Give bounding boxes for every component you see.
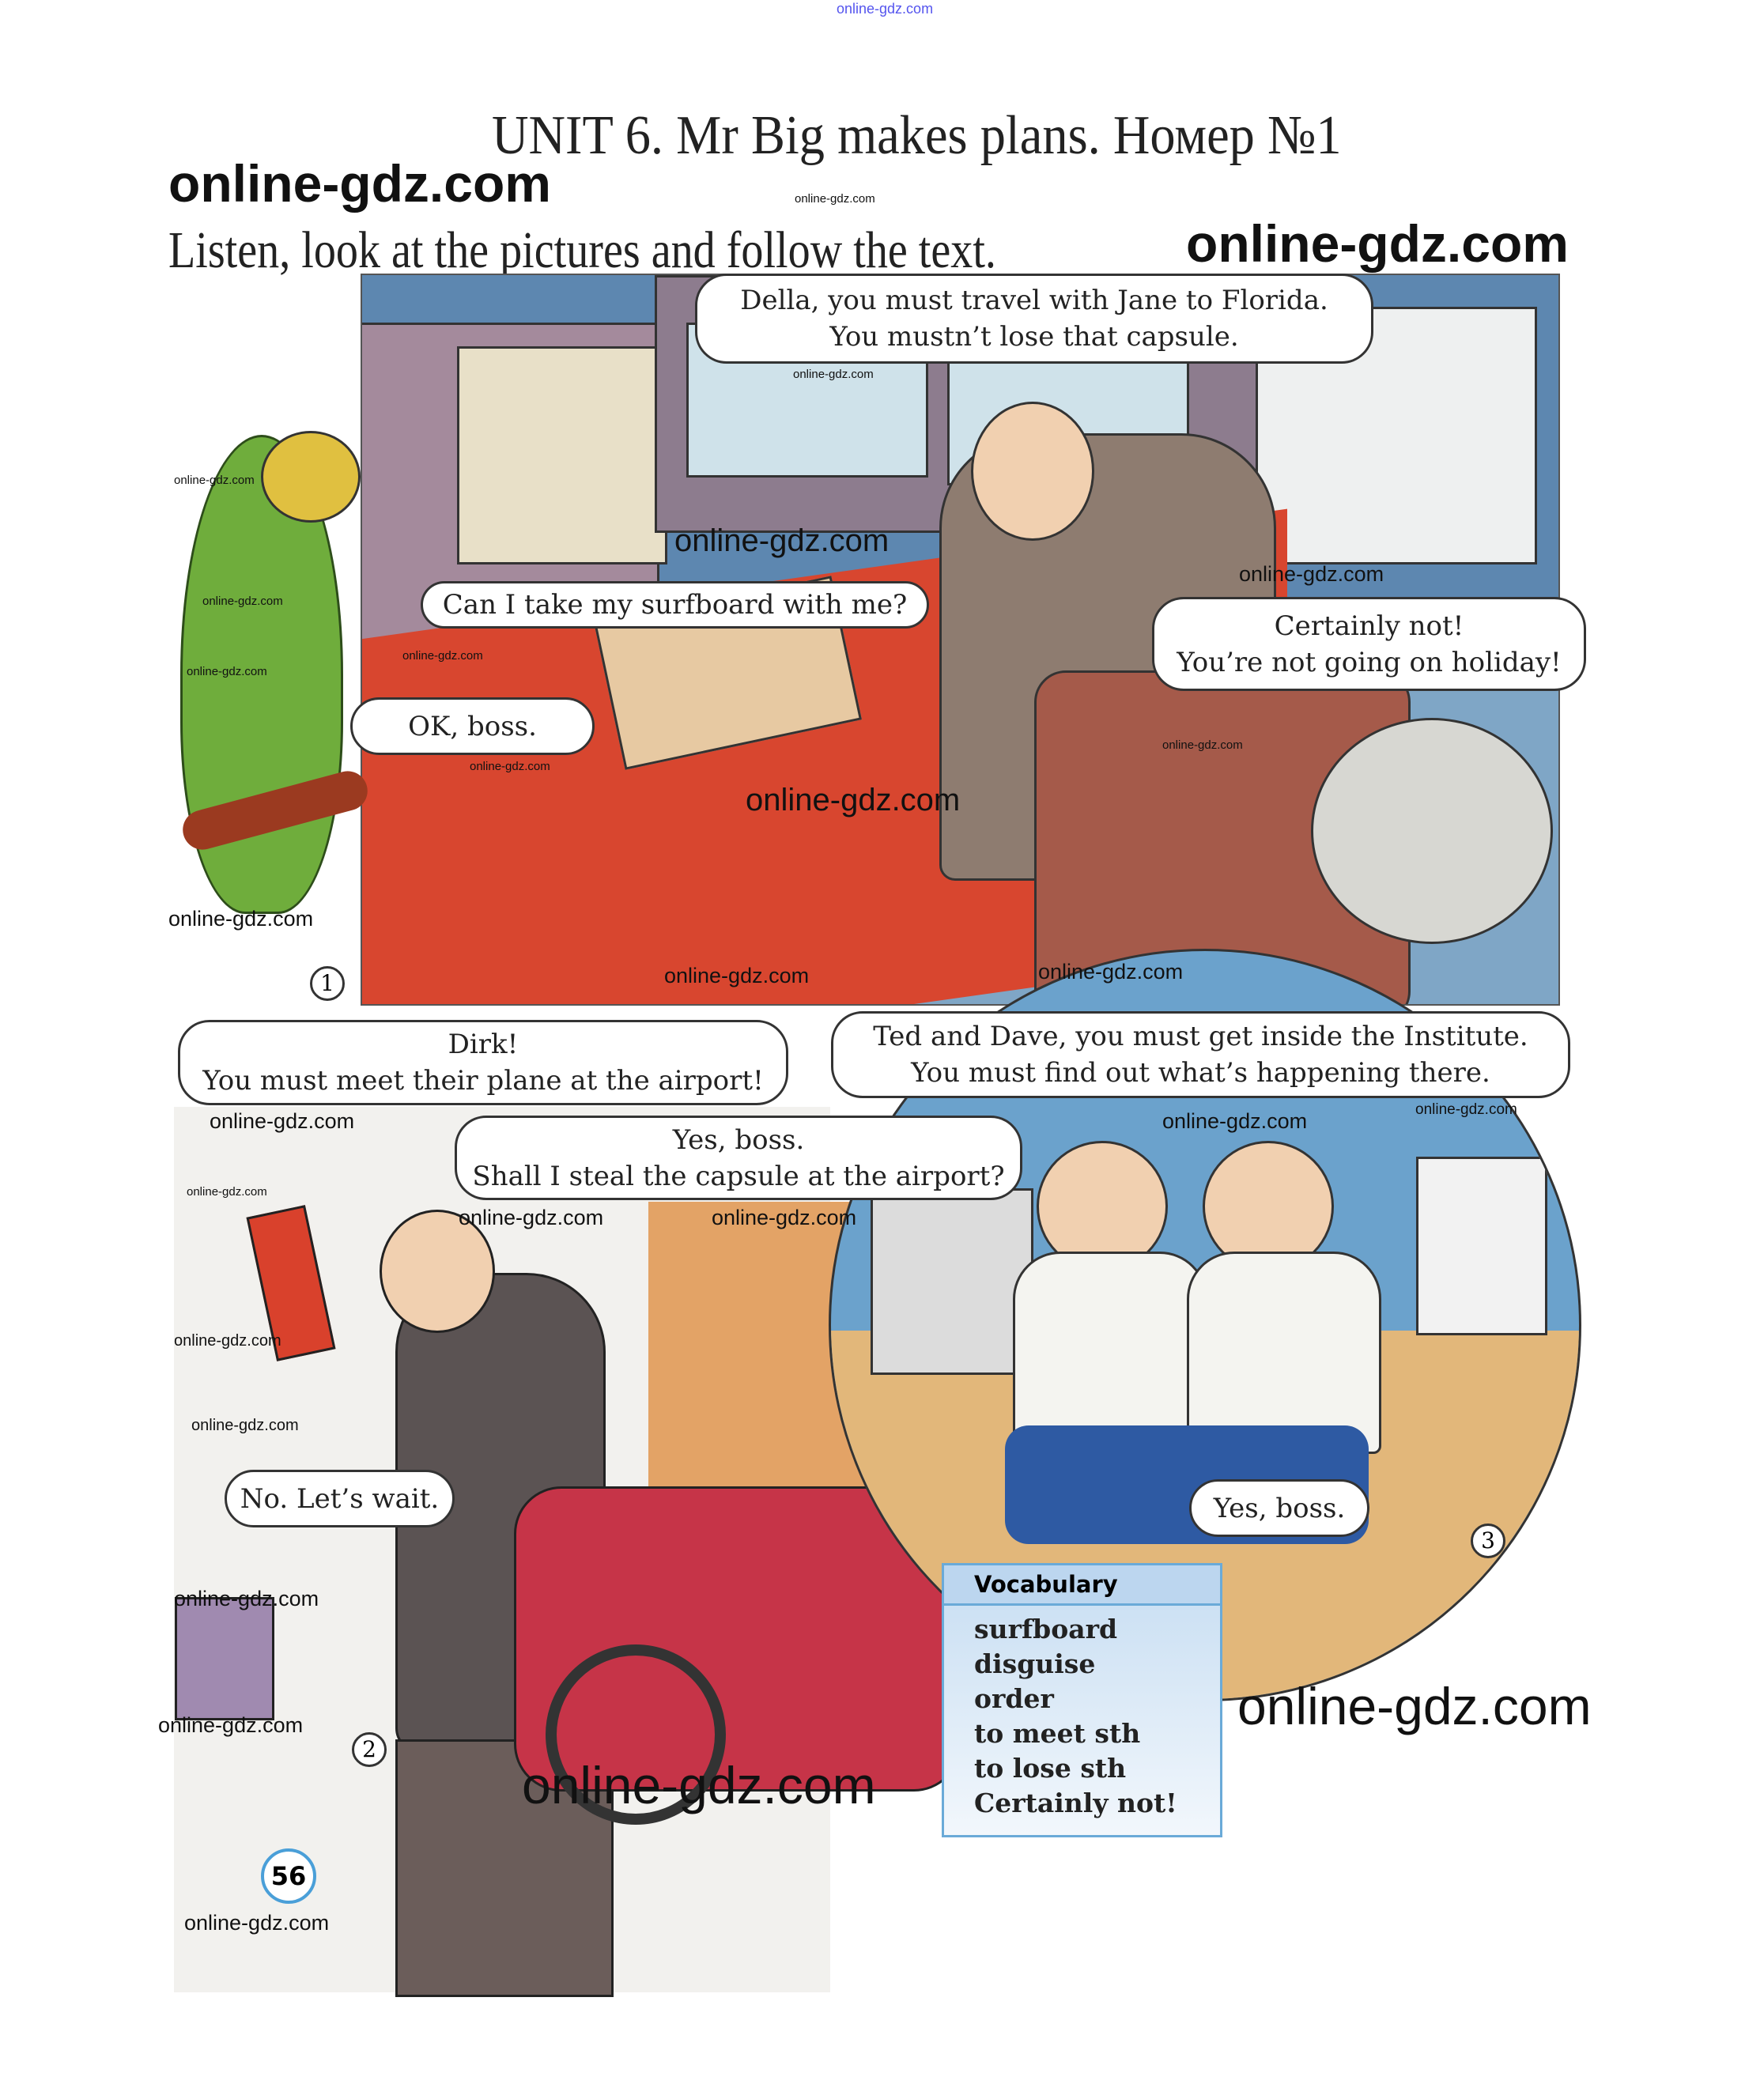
watermark: online-gdz.com bbox=[459, 1206, 604, 1229]
watermark: online-gdz.com bbox=[1162, 738, 1243, 752]
instruction-text: Listen, look at the pictures and follow … bbox=[168, 221, 996, 279]
watermark: online-gdz.com bbox=[664, 964, 810, 987]
watermark: online-gdz.com bbox=[187, 665, 267, 678]
vocabulary-item: order bbox=[974, 1683, 1054, 1714]
bubble-line: You mustn’t lose that capsule. bbox=[829, 321, 1239, 353]
bubble-line: Dirk! bbox=[448, 1029, 519, 1060]
bubble-line: No. Let’s wait. bbox=[240, 1482, 440, 1515]
bubble-line: Can I take my surfboard with me? bbox=[442, 589, 908, 621]
watermark: online-gdz.com bbox=[158, 1713, 304, 1737]
top-watermark: online-gdz.com bbox=[837, 1, 934, 17]
speech-bubble: Dirk! You must meet their plane at the a… bbox=[178, 1020, 788, 1105]
watermark: online-gdz.com bbox=[674, 523, 890, 558]
speech-bubble: Ted and Dave, you must get inside the In… bbox=[831, 1011, 1570, 1098]
vocabulary-item: to lose sth bbox=[974, 1753, 1127, 1784]
vocabulary-box: Vocabulary surfboard disguise order to m… bbox=[942, 1563, 1222, 1837]
watermark: online-gdz.com bbox=[712, 1206, 857, 1229]
watermark: online-gdz.com bbox=[184, 1911, 330, 1935]
watermark: online-gdz.com bbox=[168, 154, 551, 213]
speech-bubble: Certainly not! You’re not going on holid… bbox=[1152, 597, 1586, 691]
speech-bubble: Yes, boss. Shall I steal the capsule at … bbox=[455, 1116, 1022, 1200]
bubble-line: Yes, boss. bbox=[1213, 1492, 1346, 1524]
watermark: online-gdz.com bbox=[1239, 562, 1384, 586]
watermark: online-gdz.com bbox=[174, 1332, 281, 1350]
bubble-line: Certainly not! bbox=[1274, 610, 1464, 642]
speech-bubble: Della, you must travel with Jane to Flor… bbox=[695, 274, 1373, 364]
watermark: online-gdz.com bbox=[1038, 960, 1184, 984]
watermark: online-gdz.com bbox=[168, 907, 314, 931]
bubble-line: OK, boss. bbox=[408, 710, 537, 742]
vocabulary-item: Certainly not! bbox=[974, 1788, 1177, 1818]
watermark: online-gdz.com bbox=[174, 474, 255, 487]
watermark: online-gdz.com bbox=[470, 760, 550, 773]
watermark: online-gdz.com bbox=[1237, 1677, 1592, 1735]
panel-number: 3 bbox=[1471, 1524, 1505, 1558]
watermark: online-gdz.com bbox=[1162, 1109, 1308, 1133]
parrot-head bbox=[261, 431, 361, 523]
vocabulary-item: surfboard bbox=[974, 1614, 1118, 1644]
watermark: online-gdz.com bbox=[1186, 214, 1569, 273]
watermark: online-gdz.com bbox=[402, 649, 483, 663]
bubble-line: Shall I steal the capsule at the airport… bbox=[472, 1160, 1005, 1192]
speech-bubble: OK, boss. bbox=[350, 697, 595, 755]
watermark: online-gdz.com bbox=[1415, 1101, 1517, 1118]
watermark: online-gdz.com bbox=[522, 1756, 876, 1814]
vocabulary-heading: Vocabulary bbox=[944, 1565, 1220, 1606]
panel-number: 1 bbox=[310, 966, 345, 1001]
bubble-line: Ted and Dave, you must get inside the In… bbox=[873, 1021, 1528, 1052]
watermark: online-gdz.com bbox=[795, 192, 875, 206]
speech-bubble: No. Let’s wait. bbox=[225, 1470, 455, 1527]
bubble-line: You must meet their plane at the airport… bbox=[202, 1065, 764, 1097]
watermark: online-gdz.com bbox=[746, 783, 961, 817]
watermark: online-gdz.com bbox=[187, 1185, 267, 1199]
bubble-line: You’re not going on holiday! bbox=[1177, 646, 1562, 678]
vocabulary-item: to meet sth bbox=[974, 1718, 1141, 1749]
watermark: online-gdz.com bbox=[191, 1417, 299, 1434]
panel-number: 2 bbox=[352, 1732, 387, 1767]
speech-bubble: Yes, boss. bbox=[1189, 1479, 1369, 1537]
speech-bubble: Can I take my surfboard with me? bbox=[421, 581, 929, 629]
vocabulary-item: disguise bbox=[974, 1648, 1096, 1679]
watermark: online-gdz.com bbox=[210, 1109, 355, 1133]
page-title: UNIT 6. Mr Big makes plans. Номер №1 bbox=[492, 105, 1342, 166]
page-number: 56 bbox=[261, 1848, 316, 1904]
bubble-line: You must find out what’s happening there… bbox=[911, 1057, 1490, 1089]
watermark: online-gdz.com bbox=[202, 595, 283, 608]
bubble-line: Yes, boss. bbox=[672, 1123, 805, 1156]
bubble-line: Della, you must travel with Jane to Flor… bbox=[740, 285, 1328, 316]
watermark: online-gdz.com bbox=[174, 1587, 319, 1610]
watermark: online-gdz.com bbox=[793, 368, 874, 381]
